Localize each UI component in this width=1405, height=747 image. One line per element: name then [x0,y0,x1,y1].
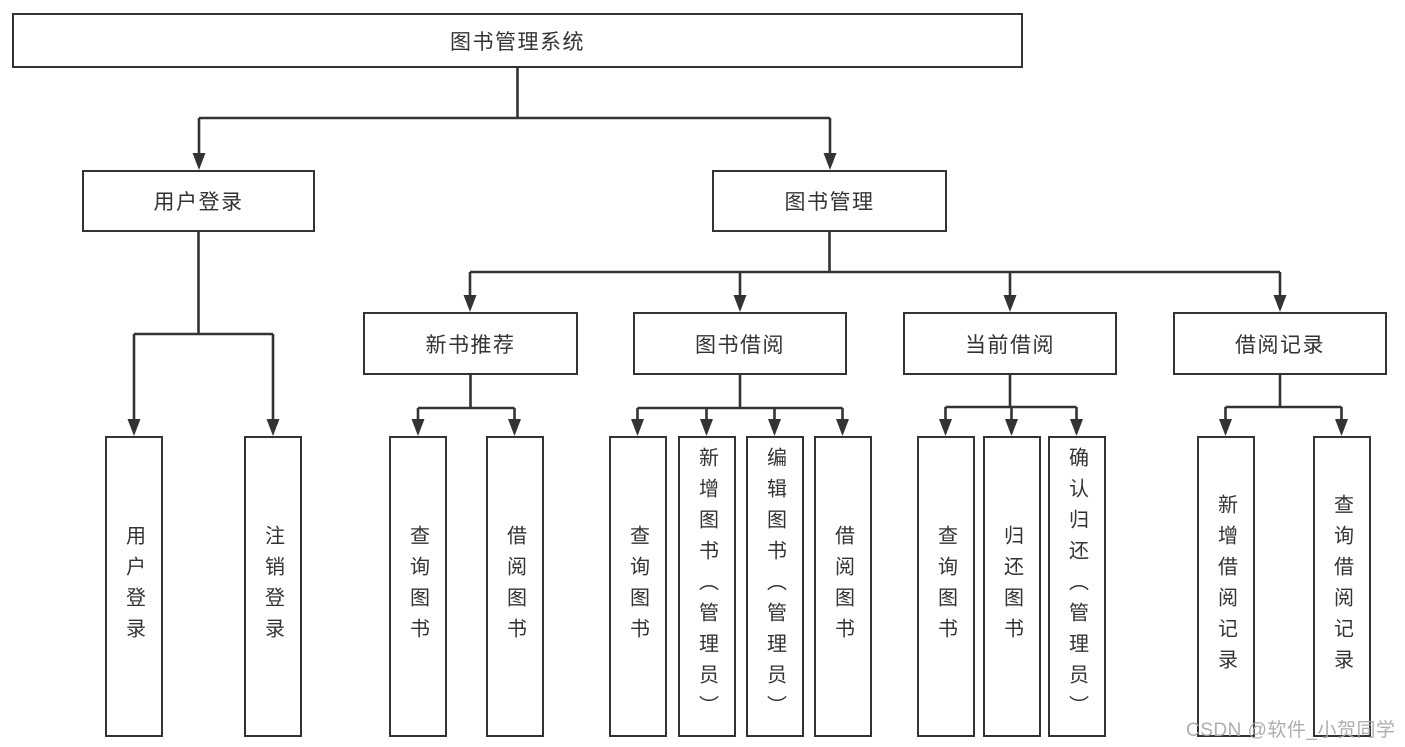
node-root: 图书管理系统 [12,13,1023,68]
leaf-edit-books-admin: 编辑图书（管理员） [746,436,804,737]
leaf-confirm-return-admin: 确认归还（管理员） [1048,436,1106,737]
leaf-add-borrow-record-label: 新增借阅记录 [1214,493,1237,680]
leaf-query-books-borrow: 查询图书 [609,436,667,737]
leaf-confirm-return-admin-label: 确认归还（管理员） [1065,447,1088,726]
node-book-mgmt: 图书管理 [712,170,947,232]
node-current-borrow: 当前借阅 [903,312,1117,375]
csdn-watermark: CSDN @软件_小贺同学 [1186,720,1396,741]
leaf-return-books: 归还图书 [983,436,1041,737]
leaf-logout: 注销登录 [244,436,302,737]
leaf-add-borrow-record: 新增借阅记录 [1197,436,1255,737]
connector-root-to-level2 [192,68,837,170]
node-user-login: 用户登录 [82,170,315,232]
leaf-query-books-rec-label: 查询图书 [406,524,429,649]
leaf-borrow-books-label: 借阅图书 [831,524,854,649]
leaf-logout-label: 注销登录 [261,524,284,649]
connector-borrow-records-to-leaves [1219,375,1348,436]
node-book-mgmt-label: 图书管理 [784,191,875,214]
connector-book-borrow-to-leaves [631,375,849,436]
node-book-borrow: 图书借阅 [633,312,847,375]
leaf-add-books-admin-label: 新增图书（管理员） [695,447,718,726]
node-new-book-rec: 新书推荐 [363,312,578,375]
node-borrow-records: 借阅记录 [1173,312,1387,375]
leaf-return-books-label: 归还图书 [1000,524,1023,649]
leaf-add-books-admin: 新增图书（管理员） [678,436,736,737]
connector-user-login-to-leaves [127,232,280,436]
connector-current-borrow-to-leaves [939,375,1083,436]
node-root-label: 图书管理系统 [450,30,585,54]
leaf-borrow-books-rec-label: 借阅图书 [503,524,526,649]
leaf-query-books-rec: 查询图书 [389,436,447,737]
leaf-query-books-current: 查询图书 [917,436,975,737]
leaf-borrow-books: 借阅图书 [814,436,872,737]
leaf-query-books-current-label: 查询图书 [934,524,957,649]
connector-book-mgmt-to-level3 [463,232,1287,312]
node-borrow-records-label: 借阅记录 [1235,333,1325,357]
connector-new-book-rec-to-leaves [411,375,521,436]
leaf-borrow-books-rec: 借阅图书 [486,436,544,737]
node-book-borrow-label: 图书借阅 [695,333,785,357]
leaf-user-login: 用户登录 [105,436,163,737]
node-user-login-label: 用户登录 [153,191,244,214]
node-new-book-rec-label: 新书推荐 [425,333,516,357]
leaf-user-login-label: 用户登录 [122,524,145,649]
leaf-query-books-borrow-label: 查询图书 [626,524,649,649]
node-current-borrow-label: 当前借阅 [965,333,1055,357]
leaf-query-borrow-record-label: 查询借阅记录 [1330,493,1353,680]
leaf-query-borrow-record: 查询借阅记录 [1313,436,1371,737]
leaf-edit-books-admin-label: 编辑图书（管理员） [763,447,786,726]
